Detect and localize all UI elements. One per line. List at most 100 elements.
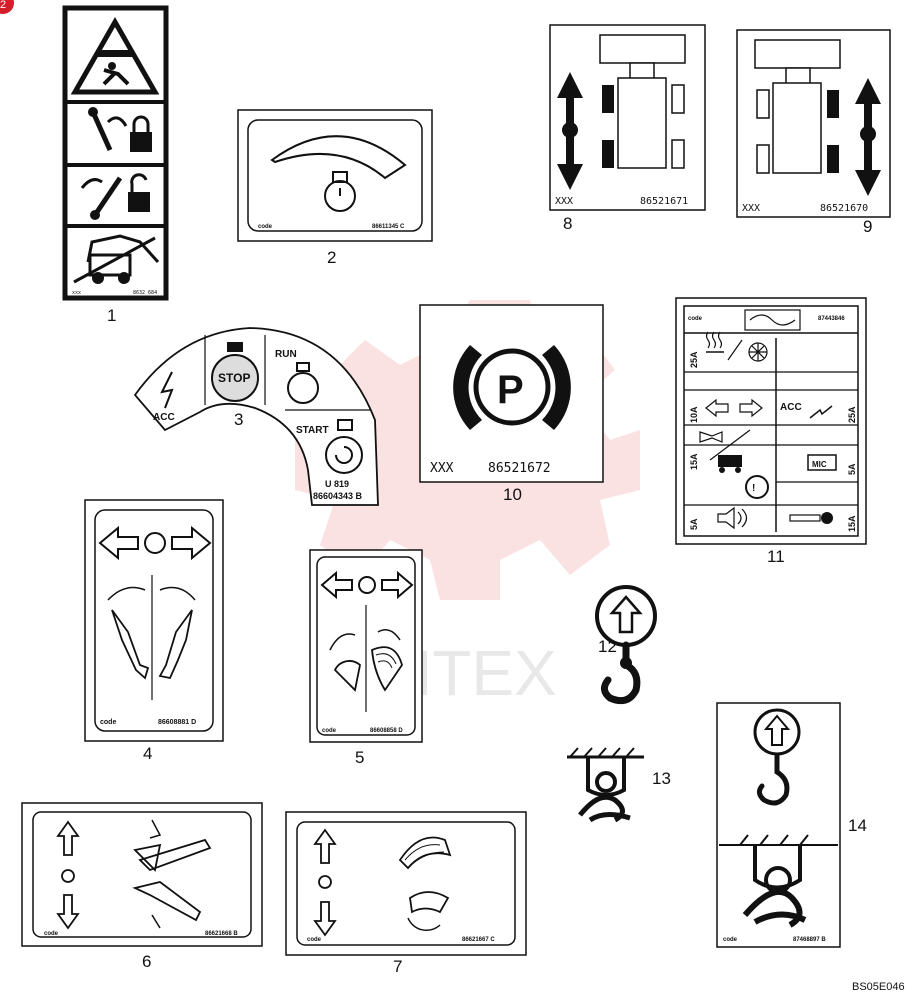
decal-5-part-number: 86608858 D	[370, 728, 403, 734]
decal-2-part-number: 86611345 C	[372, 224, 405, 230]
decal-7-code: code	[307, 937, 322, 943]
decal-11: code 87443846 25A 10A ACC 25A 15A	[675, 297, 867, 566]
decal-9-code: XXX	[742, 203, 760, 214]
crush-warning-icon	[70, 16, 160, 95]
run-engine-icon	[287, 362, 319, 404]
arrow-left-icon	[98, 525, 139, 561]
decal-3: ACC STOP RUN START U 819 86604343 B 3	[133, 327, 379, 506]
decal-6-code: code	[44, 931, 59, 937]
machine-top-view-icon	[599, 34, 686, 169]
left-lever-icon	[111, 609, 150, 680]
decal-8-part-number: 86521671	[640, 196, 688, 207]
decal-2: code 86611345 C 2	[237, 109, 433, 267]
decal-14-code: code	[723, 937, 738, 943]
acc-label: ACC	[153, 412, 175, 423]
gear-warning-icon: !	[745, 475, 769, 499]
decal-1-part-number: 8632 684	[133, 290, 157, 296]
decal-11-code: code	[688, 316, 703, 322]
horn-loader-icon	[699, 429, 751, 473]
tie-down-icon	[753, 845, 802, 890]
fuse-symbol-icon	[749, 314, 796, 326]
decal-14-part-number: 87468897 B	[793, 937, 826, 943]
stop-label: STOP	[218, 371, 250, 385]
decal-6-label: 6	[142, 952, 151, 971]
decal-9: XXX 86521670 9	[736, 29, 891, 236]
acc-lightning-icon	[809, 405, 833, 419]
start-label: START	[296, 425, 329, 436]
lift-arm-lower-icon	[132, 881, 202, 922]
travel-arrow-icon	[855, 78, 881, 196]
engine-gauge-icon	[324, 171, 356, 212]
decal-14-label: 14	[848, 816, 867, 835]
decal-4-code: code	[100, 719, 116, 726]
arrow-up-icon	[609, 595, 643, 634]
decal-10-label: 10	[503, 485, 522, 504]
decal-10-part-number: 86521672	[488, 461, 551, 476]
decal-3-code: U 819	[325, 479, 349, 489]
fuse-5a-bottom-label: 5A	[689, 518, 699, 530]
heater-fan-icon	[705, 331, 768, 362]
parking-brake-icon: P	[453, 345, 571, 430]
figure-code: BS05E046	[852, 981, 905, 993]
arrow-right-icon	[171, 525, 212, 561]
fuse-25a-right-label: 25A	[847, 406, 857, 423]
decal-3-label: 3	[234, 410, 243, 429]
decal-10: P XXX 86521672 10	[419, 304, 604, 504]
lift-hook-icon	[601, 641, 641, 705]
decal-8-label: 8	[563, 214, 572, 233]
center-circle-icon	[318, 875, 332, 889]
decal-1: xxx 8632 684 1	[62, 5, 169, 325]
throttle-arc-icon	[270, 135, 407, 180]
gear-warning-mark: !	[752, 483, 755, 494]
decal-5: code 86608858 D 5	[309, 549, 423, 767]
horn-speaker-icon	[717, 506, 748, 530]
decal-9-part-number: 86521670	[820, 203, 868, 214]
arrow-up-icon	[763, 714, 791, 746]
decal-13: 13	[567, 747, 671, 823]
decal-12-label: 12	[598, 637, 617, 656]
lift-hook-icon	[756, 752, 790, 806]
decal-11-label: 11	[767, 547, 785, 566]
decal-3-part-number: 86604343 B	[313, 491, 363, 501]
machine-top-view-icon	[754, 39, 841, 174]
lock-lever-icon	[88, 107, 152, 152]
fuse-25a-label: 25A	[689, 351, 699, 368]
bucket-dump-icon	[398, 836, 452, 870]
decal-9-label: 9	[863, 217, 872, 236]
decal-8-code: XXX	[555, 196, 573, 207]
decal-7-label: 7	[393, 957, 402, 976]
decal-7-part-number: 86621667 C	[462, 937, 495, 943]
acc-lightning-icon	[160, 371, 174, 409]
decal-7: code 86621667 C 7	[285, 811, 527, 976]
fuse-15a-label: 15A	[689, 453, 699, 470]
decal-13-label: 13	[652, 769, 671, 788]
page-badge: 2	[0, 0, 14, 14]
decal-10-code: XXX	[430, 461, 454, 476]
lift-arm-raise-icon	[133, 838, 212, 872]
arrow-up-icon	[313, 828, 337, 864]
arrow-down-icon	[56, 894, 80, 930]
unlock-lever-icon	[80, 173, 150, 220]
fuse-mic-label: MIC	[812, 460, 827, 469]
bucket-curl-icon	[407, 891, 450, 932]
decal-1-label: 1	[107, 306, 116, 325]
decal-2-label: 2	[327, 248, 336, 267]
decal-4: code 86608881 D 4	[84, 499, 224, 763]
start-engine-icon	[325, 419, 363, 474]
bucket-curl-icon	[329, 633, 361, 692]
fuse-5a-label: 5A	[847, 463, 857, 475]
arrow-down-icon	[313, 901, 337, 937]
decal-6-part-number: 86621668 B	[205, 931, 238, 937]
bucket-dump-icon	[371, 629, 403, 692]
arrow-left-icon	[320, 570, 353, 600]
decal-4-part-number: 86608881 D	[158, 719, 196, 726]
arrow-right-icon	[381, 570, 414, 600]
right-lever-icon	[158, 609, 193, 680]
fuse-acc-label: ACC	[780, 402, 802, 413]
fuse-10a-label: 10A	[689, 406, 699, 423]
decal-12: 12	[595, 585, 657, 705]
decal-6: code 86621668 B 6	[21, 802, 263, 971]
decal-2-code: code	[258, 224, 273, 230]
arrow-up-icon	[56, 820, 80, 856]
